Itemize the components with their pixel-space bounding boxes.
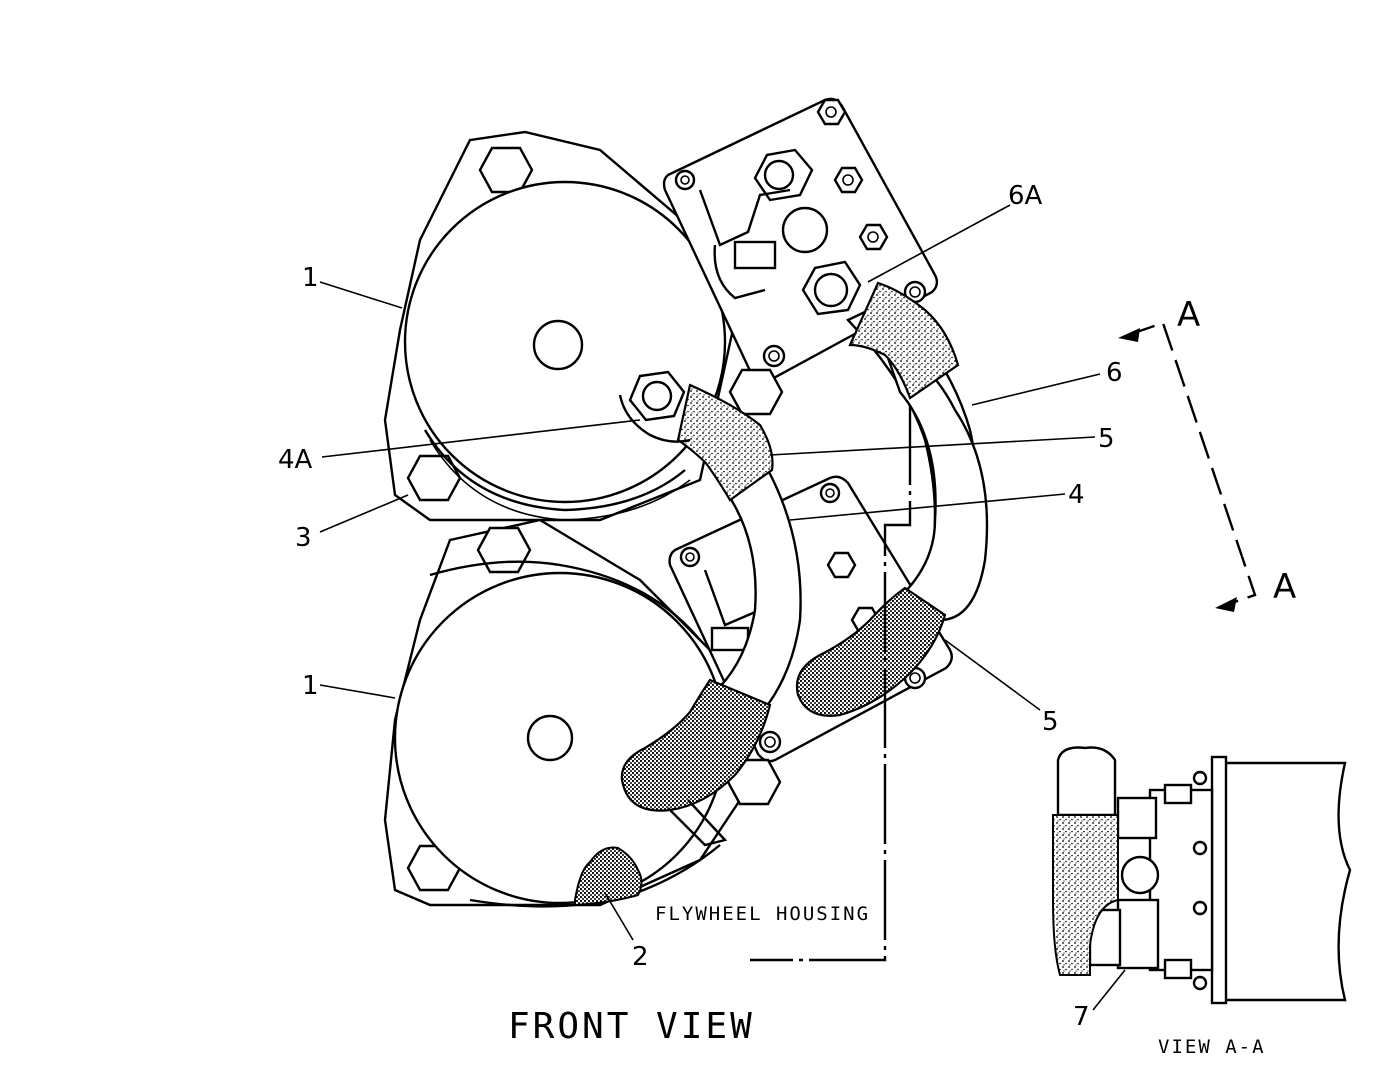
label-starter-top: 1	[302, 263, 319, 293]
hex-nut-mount-left	[728, 368, 784, 416]
starter-motor-top	[383, 130, 737, 522]
callout-labels: 1 1 2 3 4 4A 5 5 6 6A 7 A A	[278, 181, 1296, 1032]
label-nut: 3	[295, 523, 312, 553]
cable-6	[795, 281, 989, 717]
label-section-top: A	[1177, 295, 1200, 335]
flywheel-housing-caption: FLYWHEEL HOUSING	[655, 903, 870, 925]
view-a-a-title: VIEW A-A	[1158, 1036, 1266, 1058]
front-view-title: FRONT VIEW	[508, 1006, 755, 1047]
section-line-a-a	[1118, 321, 1257, 612]
label-boot-bottom: 5	[1042, 707, 1059, 737]
boot-6-bottom	[795, 586, 947, 717]
label-boot-top: 5	[1098, 424, 1115, 454]
label-bolt: 7	[1073, 1002, 1090, 1032]
hex-nut-bottom-upper	[476, 526, 532, 574]
label-cable-long: 6	[1106, 358, 1123, 388]
label-section-bottom: A	[1273, 567, 1296, 607]
boot-4-top	[676, 383, 774, 502]
label-terminal-4a: 4A	[278, 445, 313, 475]
flywheel-housing-outline	[750, 405, 912, 962]
hex-nut-top-lower	[406, 454, 462, 502]
captions: FLYWHEEL HOUSING FRONT VIEW VIEW A-A	[508, 903, 1266, 1058]
label-starter-bottom: 1	[302, 671, 319, 701]
boot-4-bottom	[620, 678, 772, 812]
view-a-a-inset	[1052, 746, 1352, 1005]
cable-4	[618, 370, 802, 847]
leader-lines	[319, 204, 1126, 1011]
boot-6-top	[848, 281, 960, 400]
label-sealant: 2	[632, 942, 649, 972]
hex-nut-top-upper	[478, 146, 534, 194]
sealant-patch	[574, 846, 643, 907]
label-terminal-6a: 6A	[1008, 181, 1043, 211]
label-cable-short: 4	[1068, 480, 1085, 510]
